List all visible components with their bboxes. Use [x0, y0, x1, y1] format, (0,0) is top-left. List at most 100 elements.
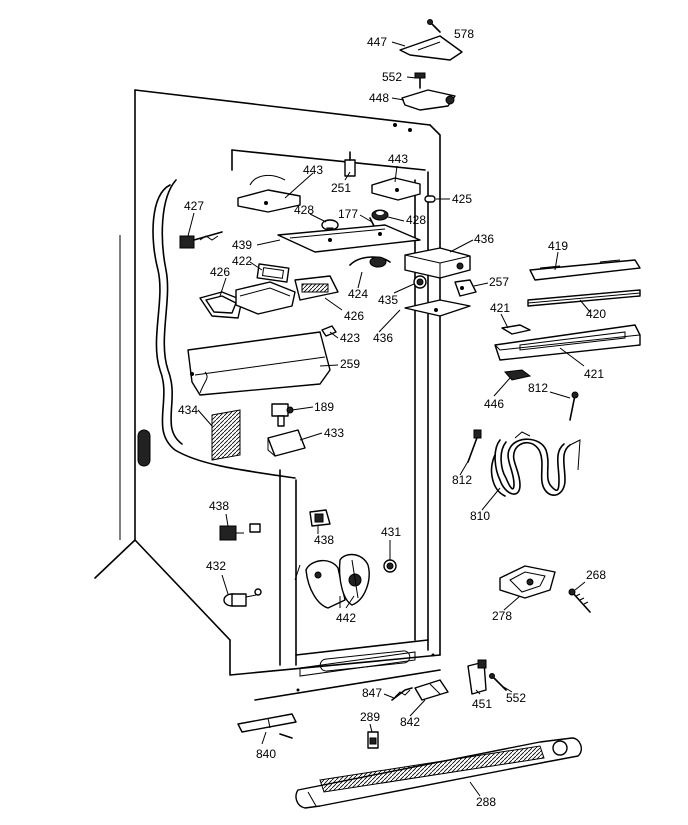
callout-552-bottom: 552: [506, 691, 526, 705]
callout-840: 840: [256, 747, 276, 761]
callout-812-lower: 812: [452, 473, 472, 487]
callout-433: 433: [324, 426, 344, 440]
bracket-448[interactable]: [401, 89, 456, 111]
roller-840[interactable]: [237, 713, 297, 739]
callout-431: 431: [381, 525, 401, 539]
part-289[interactable]: [367, 731, 379, 749]
callout-423: 423: [340, 331, 360, 345]
callout-439: 439: [232, 238, 252, 252]
callout-426-left: 426: [210, 265, 230, 279]
fan-assembly-442[interactable]: [294, 553, 370, 609]
bezel-422[interactable]: [256, 263, 290, 283]
bracket-443-left[interactable]: [237, 174, 301, 213]
bracket-433[interactable]: [267, 429, 306, 457]
callout-436-top: 436: [474, 232, 494, 246]
callout-434: 434: [178, 403, 198, 417]
callout-428-right: 428: [406, 213, 426, 227]
callout-443-left: 443: [303, 163, 323, 177]
leader-lines: [187, 41, 591, 797]
callout-812-upper: 812: [528, 381, 548, 395]
callout-448: 448: [369, 91, 389, 105]
cabinet-outline: [94, 89, 441, 701]
plate-436-lower[interactable]: [404, 299, 471, 317]
liner-edge: [152, 184, 296, 479]
callout-422: 422: [232, 254, 252, 268]
heater-810[interactable]: [490, 431, 581, 497]
callout-420: 420: [586, 307, 606, 321]
callout-442: 442: [336, 611, 356, 625]
callout-288: 288: [476, 795, 496, 809]
strip-420[interactable]: [527, 289, 641, 307]
clip-421-small[interactable]: [501, 324, 531, 335]
callout-189: 189: [314, 400, 334, 414]
callout-443-right: 443: [388, 152, 408, 166]
screw-552-top-icon: [414, 72, 426, 89]
callout-421-small: 421: [490, 301, 510, 315]
hinge-842[interactable]: [414, 679, 449, 701]
callout-278: 278: [492, 609, 512, 623]
callout-451: 451: [472, 697, 492, 711]
screw-812-lower-icon: [467, 429, 482, 463]
duct-426-left[interactable]: [199, 291, 243, 319]
callout-438-center: 438: [314, 533, 334, 547]
grille-434[interactable]: [211, 409, 241, 461]
callout-428-left: 428: [294, 203, 314, 217]
callout-268: 268: [586, 568, 606, 582]
fitting-189[interactable]: [271, 403, 294, 427]
bracket-443-right[interactable]: [371, 177, 421, 201]
control-426-right[interactable]: [294, 275, 339, 301]
screw-552-bottom-icon: [489, 673, 507, 691]
cover-447[interactable]: [399, 35, 463, 61]
bracket-278[interactable]: [499, 565, 556, 599]
knob-428-right[interactable]: [371, 209, 389, 221]
cap-446[interactable]: [503, 369, 532, 381]
clip-423-icon: [321, 325, 337, 337]
callout-447: 447: [367, 35, 387, 49]
callout-426-right: 426: [344, 309, 364, 323]
callout-425: 425: [452, 192, 472, 206]
callout-446: 446: [484, 397, 504, 411]
cover-259[interactable]: [187, 331, 331, 396]
housing-436-top[interactable]: [404, 247, 471, 279]
callout-289: 289: [360, 710, 380, 724]
sensor-427[interactable]: [179, 231, 223, 249]
callout-436-bottom: 436: [373, 331, 393, 345]
callout-578: 578: [454, 27, 474, 41]
callout-438-left: 438: [209, 499, 229, 513]
callout-432: 432: [206, 559, 226, 573]
screw-268-icon: [568, 588, 591, 613]
plug-425-icon: [424, 195, 436, 203]
callout-labels: 578 447 552 448 443 443 251 425 427 428 …: [178, 27, 606, 809]
connector-251-icon: [344, 151, 356, 177]
channel-421[interactable]: [494, 324, 641, 361]
callout-435: 435: [378, 293, 398, 307]
knob-435[interactable]: [413, 275, 427, 289]
callout-177: 177: [338, 207, 358, 221]
connector-438-left[interactable]: [219, 523, 261, 541]
trim-419[interactable]: [529, 259, 641, 281]
callout-552-top: 552: [382, 70, 402, 84]
duct-426-center[interactable]: [235, 281, 296, 315]
socket-432[interactable]: [223, 588, 262, 607]
connector-438-center[interactable]: [309, 509, 331, 527]
callout-427: 427: [184, 199, 204, 213]
callout-424: 424: [348, 287, 368, 301]
grille-288[interactable]: [295, 737, 582, 809]
callout-842: 842: [400, 715, 420, 729]
callout-257: 257: [489, 275, 509, 289]
nut-431[interactable]: [383, 559, 397, 573]
callout-847: 847: [362, 686, 382, 700]
bracket-451[interactable]: [467, 659, 487, 695]
callout-421-channel: 421: [584, 367, 604, 381]
callout-259: 259: [340, 357, 360, 371]
spring-847-icon: [391, 687, 413, 701]
callout-810: 810: [470, 509, 490, 523]
part-257[interactable]: [454, 279, 477, 297]
damper-424[interactable]: [349, 256, 391, 268]
callout-419: 419: [548, 239, 568, 253]
screw-578-icon: [427, 19, 441, 33]
callout-251: 251: [331, 181, 351, 195]
screw-812-upper-icon: [569, 391, 579, 421]
control-plate-439[interactable]: [277, 224, 421, 253]
